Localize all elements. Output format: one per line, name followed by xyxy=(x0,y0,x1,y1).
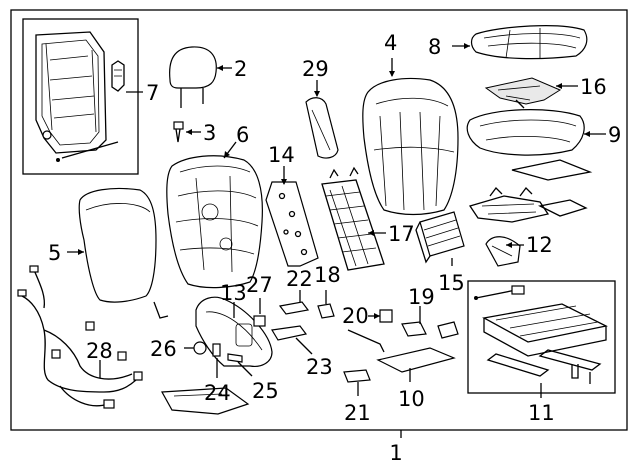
arrow-8 xyxy=(464,43,470,49)
callout-5: 5 xyxy=(48,241,61,265)
arrow-3 xyxy=(186,129,192,135)
seat-cushion-cover-part xyxy=(470,25,588,60)
switch-part xyxy=(253,315,266,327)
arrow-6 xyxy=(224,151,230,158)
switch-part-22 xyxy=(278,301,310,315)
small-clip-part xyxy=(153,301,169,319)
arrow-2 xyxy=(217,65,223,71)
callout-3: 3 xyxy=(203,121,216,145)
callout-25: 25 xyxy=(252,379,279,403)
bar-part-21 xyxy=(343,369,371,383)
arrow-16 xyxy=(556,83,562,89)
callout-26: 26 xyxy=(150,337,177,361)
callout-8: 8 xyxy=(428,35,441,59)
callout-21: 21 xyxy=(344,401,371,425)
sensor-mat-part xyxy=(484,77,562,109)
callout-24: 24 xyxy=(204,381,231,405)
arrow-12 xyxy=(506,242,512,248)
callout-15: 15 xyxy=(438,271,465,295)
arrow-4 xyxy=(389,71,395,77)
callout-19: 19 xyxy=(408,285,435,309)
callout-17: 17 xyxy=(388,222,415,246)
callout-28: 28 xyxy=(86,339,113,363)
seat-cushion-pad-part xyxy=(466,109,585,156)
callout-22: 22 xyxy=(286,267,313,291)
callout-27: 27 xyxy=(246,273,273,297)
cushion-frame-part xyxy=(468,159,593,223)
callout-20: 20 xyxy=(342,304,369,328)
arrow-14 xyxy=(281,179,287,185)
clip-part-25 xyxy=(227,353,243,363)
callout-10: 10 xyxy=(398,387,425,411)
callout-9: 9 xyxy=(608,123,621,147)
callout-4: 4 xyxy=(384,31,397,55)
arrow-9 xyxy=(584,131,590,137)
callout-18: 18 xyxy=(314,263,341,287)
clip-part-20 xyxy=(379,309,393,323)
headrest-guide-part xyxy=(173,121,184,143)
seat-back-cover-part xyxy=(362,77,459,216)
clip-part-24 xyxy=(212,343,221,357)
lower-trim-part xyxy=(161,387,250,415)
callout-2: 2 xyxy=(234,57,247,81)
knob-part-26 xyxy=(193,341,207,355)
headrest-part xyxy=(169,46,217,108)
leader-23 xyxy=(295,337,313,355)
callout-11: 11 xyxy=(528,401,555,425)
spring-mat-part xyxy=(321,166,385,271)
wiring-harness-part xyxy=(17,265,143,409)
callout-6: 6 xyxy=(236,123,249,147)
callout-13: 13 xyxy=(220,281,247,305)
outer-frame xyxy=(10,9,628,431)
callout-7: 7 xyxy=(146,81,159,105)
arrow-5 xyxy=(78,249,84,255)
seat-back-frame-part xyxy=(35,31,125,162)
arrow-17 xyxy=(368,230,374,236)
inset-box-7 xyxy=(22,18,139,175)
callout-29: 29 xyxy=(302,57,329,81)
side-trim-cover-part xyxy=(485,236,521,267)
arrow-29 xyxy=(314,91,320,97)
callout-23: 23 xyxy=(306,355,333,379)
seat-track-part xyxy=(474,285,608,384)
leader-25 xyxy=(237,361,253,377)
bracket-part-19 xyxy=(401,321,459,339)
callout-12: 12 xyxy=(526,233,553,257)
clip-part-18 xyxy=(317,303,335,319)
side-trim-panel-part xyxy=(305,97,339,159)
callout-14: 14 xyxy=(268,143,295,167)
switch-part-23 xyxy=(271,325,308,341)
seat-back-pad-part xyxy=(166,155,263,289)
callout-1: 1 xyxy=(389,441,402,465)
inset-box-11 xyxy=(467,280,616,394)
plate-part-10 xyxy=(347,329,456,373)
seat-back-panel-part xyxy=(78,187,157,303)
callout-16: 16 xyxy=(580,75,607,99)
lumbar-module-part xyxy=(415,211,465,264)
arrow-20 xyxy=(374,313,380,319)
side-bracket-part xyxy=(265,181,319,267)
